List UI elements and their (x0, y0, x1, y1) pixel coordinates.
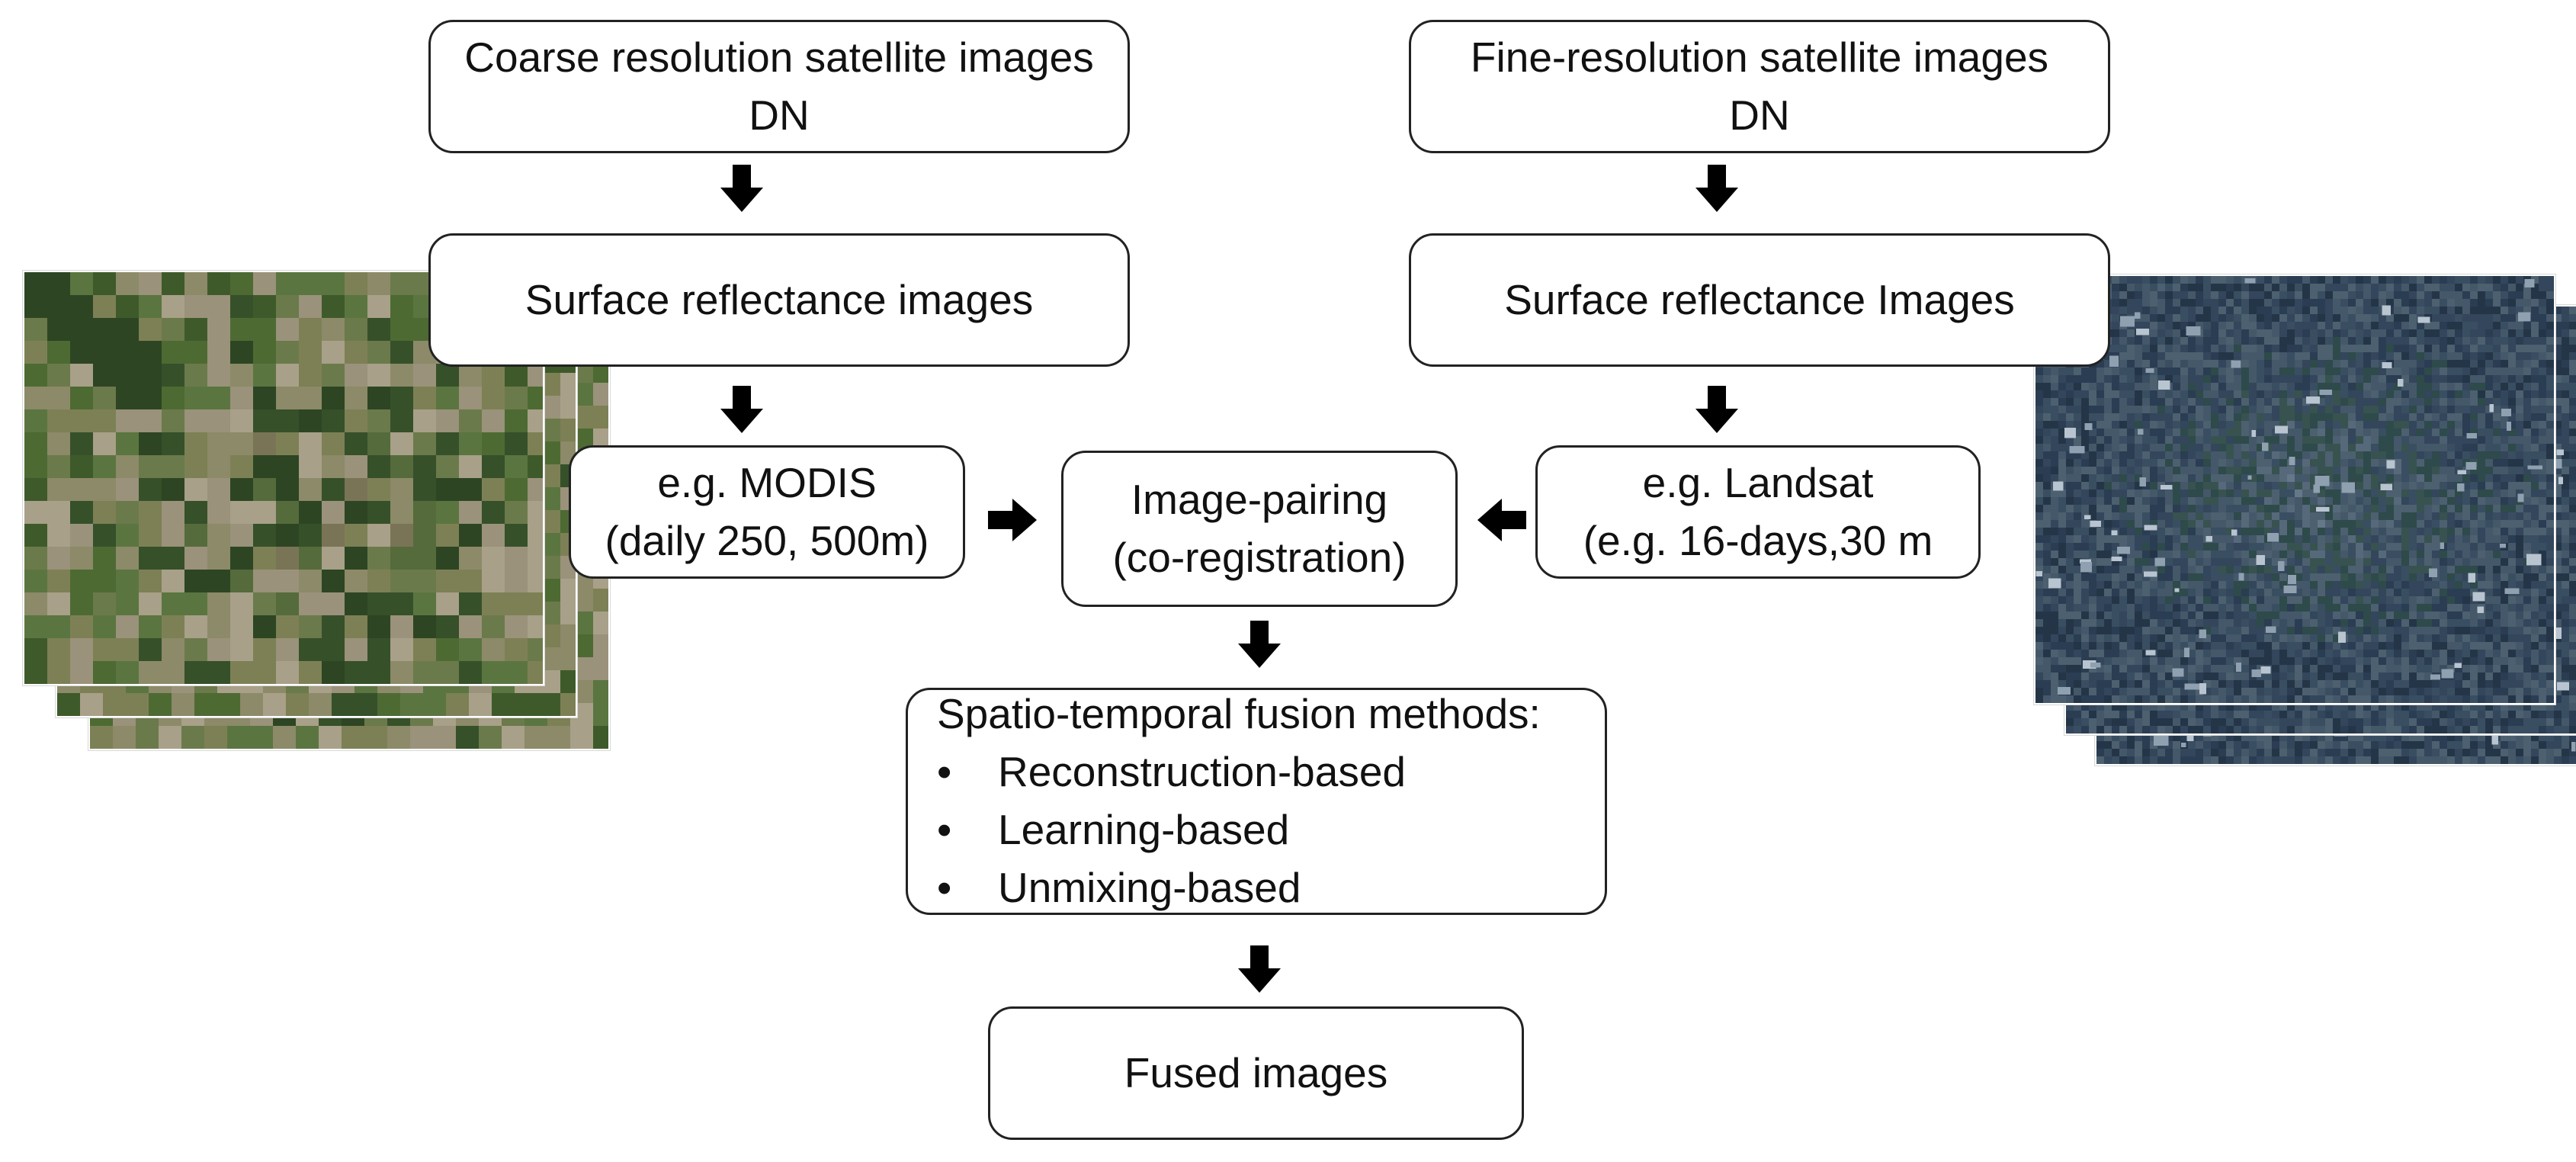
arrow-down-icon (1238, 945, 1281, 993)
coarse-dn-subtitle: DN (749, 91, 810, 139)
fine-surface-reflectance-box: Surface reflectance Images (1409, 233, 2110, 367)
bullet-icon: • (937, 806, 952, 853)
image-pairing-box: Image-pairing (co-registration) (1061, 451, 1458, 607)
landsat-title: e.g. Landsat (1642, 458, 1874, 506)
fused-images-box: Fused images (988, 1006, 1524, 1140)
fusion-method-label: Reconstruction-based (998, 748, 1407, 796)
fine-dn-title: Fine-resolution satellite images (1470, 33, 2049, 81)
arrow-down-icon (720, 165, 763, 212)
image-pairing-title: Image-pairing (1131, 475, 1388, 523)
landsat-detail: (e.g. 16-days,30 m (1583, 516, 1933, 564)
arrow-down-icon (1695, 165, 1738, 212)
fine-surface-reflectance-label: Surface reflectance Images (1504, 275, 2015, 323)
arrow-down-icon (720, 386, 763, 433)
fusion-method-label: Learning-based (998, 806, 1290, 853)
fine-image-stack (2034, 274, 2576, 766)
arrow-down-icon (1695, 386, 1738, 433)
fine-dn-subtitle: DN (1729, 91, 1790, 139)
fusion-method-item-2: • Learning-based (937, 801, 1289, 859)
fusion-method-label: Unmixing-based (998, 863, 1301, 911)
image-pairing-detail: (co-registration) (1112, 533, 1407, 581)
arrow-down-icon (1238, 621, 1281, 668)
fused-images-label: Fused images (1124, 1048, 1388, 1096)
bullet-icon: • (937, 863, 952, 911)
fusion-method-item-1: • Reconstruction-based (937, 743, 1406, 801)
coarse-dn-title: Coarse resolution satellite images (464, 33, 1094, 81)
modis-box: e.g. MODIS (daily 250, 500m) (569, 445, 965, 579)
bullet-icon: • (937, 748, 952, 796)
coarse-surface-reflectance-label: Surface reflectance images (525, 275, 1034, 323)
fusion-method-item-3: • Unmixing-based (937, 859, 1301, 917)
landsat-box: e.g. Landsat (e.g. 16-days,30 m (1535, 445, 1981, 579)
modis-detail: (daily 250, 500m) (605, 516, 929, 564)
arrow-right-icon (988, 499, 1037, 541)
arrow-left-icon (1477, 499, 1526, 541)
fine-image-layer-1 (2034, 274, 2555, 705)
fine-dn-box: Fine-resolution satellite images DN (1409, 20, 2110, 153)
fusion-methods-title: Spatio-temporal fusion methods: (937, 690, 1541, 738)
fusion-methods-box: Spatio-temporal fusion methods: • Recons… (906, 688, 1607, 915)
coarse-dn-box: Coarse resolution satellite images DN (428, 20, 1130, 153)
coarse-surface-reflectance-box: Surface reflectance images (428, 233, 1130, 367)
modis-title: e.g. MODIS (657, 458, 877, 506)
coarse-image-layer-1 (23, 271, 544, 685)
